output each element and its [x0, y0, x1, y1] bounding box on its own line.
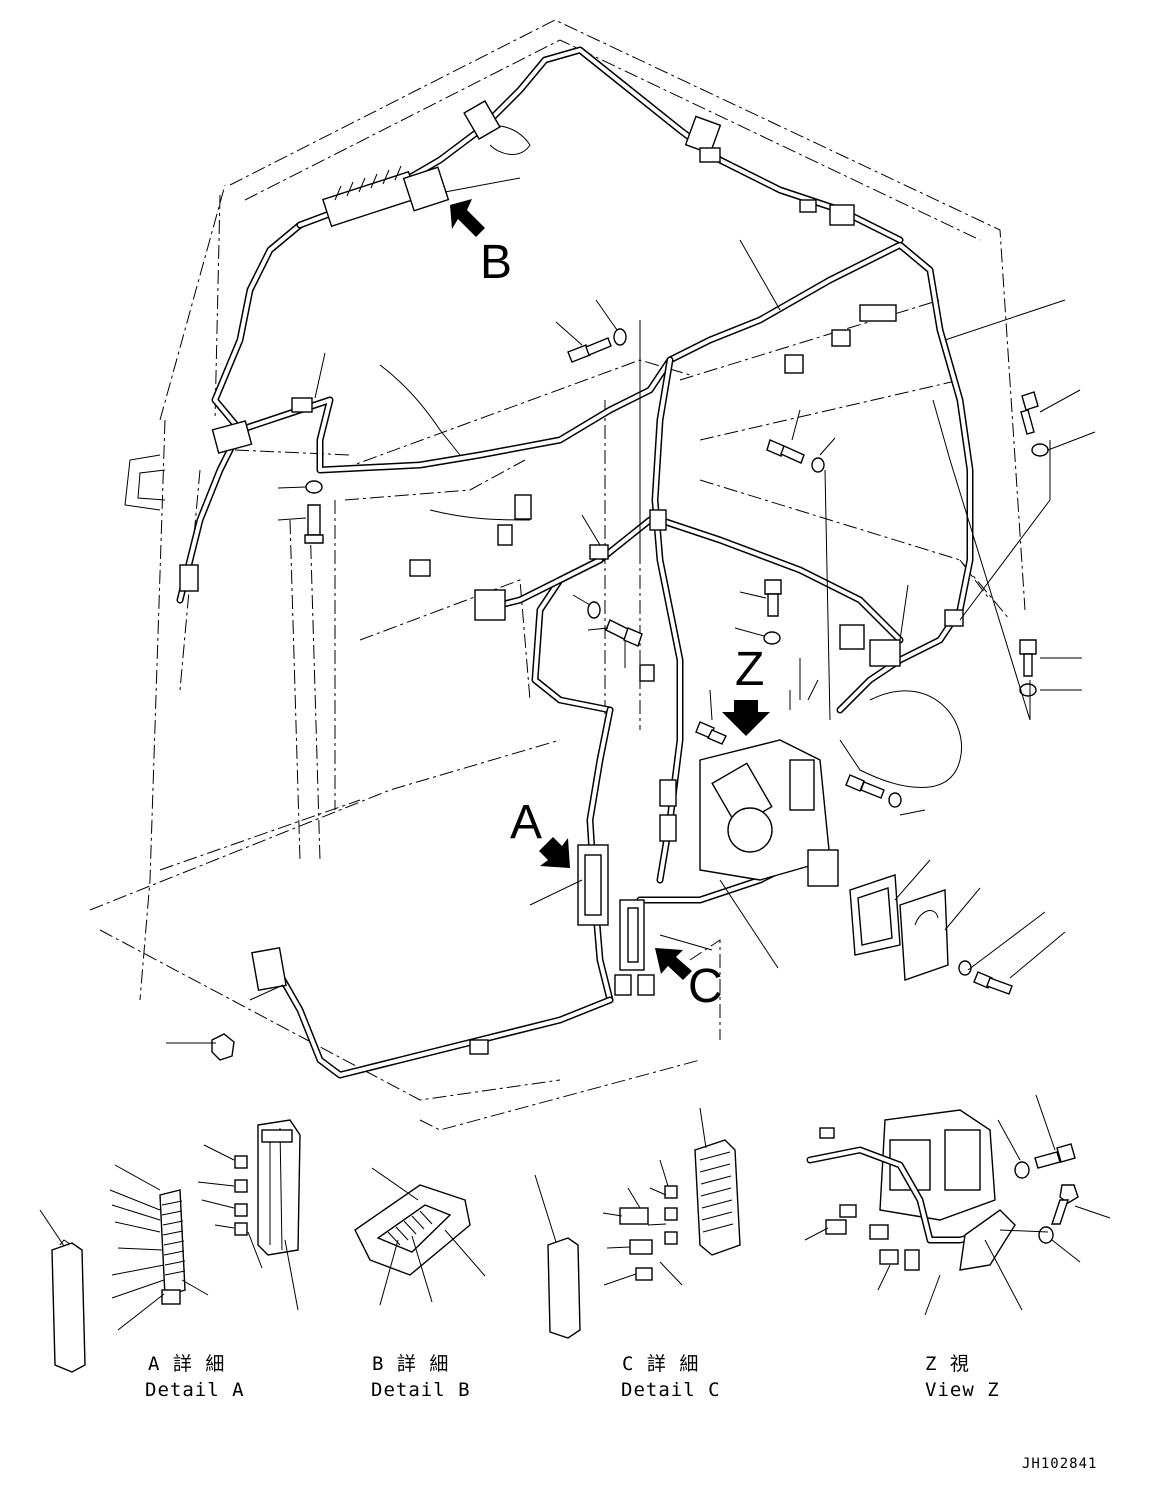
- view-label-c: C: [688, 960, 723, 1013]
- drawing-code: JH102841: [1022, 1456, 1097, 1472]
- caption-c-en: Detail C: [621, 1379, 721, 1401]
- cab-frame: [89, 19, 1026, 1131]
- view-arrow-c: [655, 948, 692, 980]
- view-indicators: B Z A C: [450, 199, 770, 1013]
- caption-a-jp: A 詳 細: [148, 1353, 225, 1375]
- caption-c-jp: C 詳 細: [622, 1353, 699, 1375]
- view-arrow-b: [450, 199, 485, 237]
- caption-z-en: View Z: [925, 1379, 1000, 1401]
- view-label-z: Z: [735, 643, 764, 696]
- detail-a-figure: [39, 1119, 301, 1373]
- view-z-figure: [804, 1094, 1111, 1316]
- main-wire-harness: [176, 46, 974, 1079]
- view-arrow-z: [722, 700, 770, 736]
- view-label-a: A: [510, 796, 542, 849]
- view-arrow-a: [539, 837, 570, 868]
- caption-b-jp: B 詳 細: [372, 1353, 449, 1375]
- caption-a-en: Detail A: [145, 1379, 245, 1401]
- loose-hardware: [304, 328, 1049, 995]
- detail-c-figure: [534, 1107, 741, 1339]
- view-label-b: B: [480, 236, 512, 289]
- caption-b-en: Detail B: [371, 1379, 471, 1401]
- harness-connectors: [179, 100, 964, 1061]
- leader-lines: [166, 177, 1096, 1044]
- detail-b-figure: [354, 1167, 486, 1306]
- caption-z-jp: Z 視: [925, 1353, 970, 1375]
- detail-captions: A 詳 細 Detail A B 詳 細 Detail B C 詳 細 Deta…: [145, 1353, 1000, 1401]
